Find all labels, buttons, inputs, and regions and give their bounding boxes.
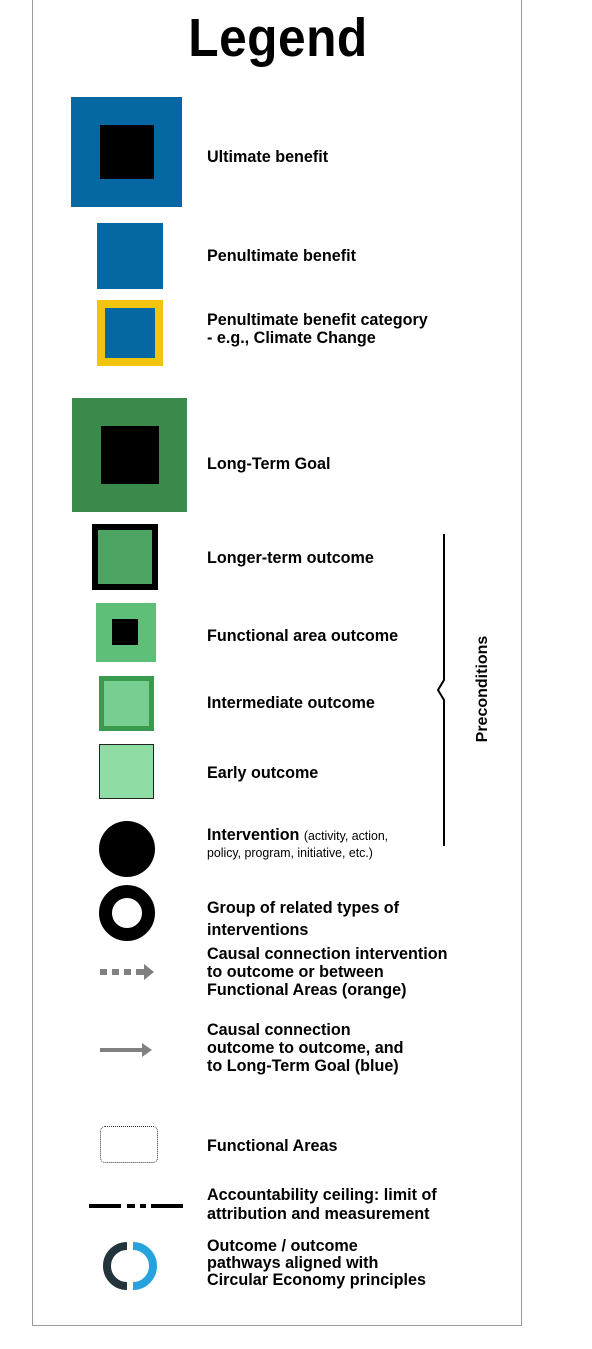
dashed-arrow-line3: Functional Areas (orange) xyxy=(207,980,407,999)
intervention-detail-2: policy, program, initiative, etc.) xyxy=(207,845,373,860)
functional-area-outcome-label: Functional area outcome xyxy=(207,626,399,645)
circular-economy-label: Outcome / outcome pathways aligned with … xyxy=(207,1237,426,1288)
long-term-goal-inner-square xyxy=(101,426,159,484)
solid-arrow-line3: to Long-Term Goal (blue) xyxy=(207,1056,399,1075)
dotted-box-icon xyxy=(100,1126,158,1163)
long-term-goal-label: Long-Term Goal xyxy=(207,454,331,473)
solid-arrow-icon xyxy=(100,1043,152,1057)
group-interventions-icon xyxy=(99,885,155,941)
early-outcome-icon xyxy=(99,744,154,799)
penultimate-benefit-label: Penultimate benefit xyxy=(207,246,356,265)
intervention-icon xyxy=(99,821,155,877)
preconditions-label: Preconditions xyxy=(474,635,491,743)
intervention-detail-1: (activity, action, xyxy=(303,828,389,843)
group-interventions-label: Group of related types of interventions xyxy=(207,897,399,941)
ultimate-benefit-label: Ultimate benefit xyxy=(207,147,329,166)
intervention-label-block: Intervention (activity, action, policy, … xyxy=(207,826,388,861)
circular-economy-line2: pathways aligned with xyxy=(207,1253,379,1272)
intermediate-outcome-label: Intermediate outcome xyxy=(207,693,375,712)
dashed-arrow-line2: to outcome or between xyxy=(207,962,384,981)
solid-arrow-line2: outcome to outcome, and xyxy=(207,1038,404,1057)
ultimate-benefit-inner-square xyxy=(100,125,154,179)
penultimate-benefit-category-line1: Penultimate benefit category xyxy=(207,310,428,329)
accountability-ceiling-label: Accountability ceiling: limit of attribu… xyxy=(207,1185,437,1223)
penultimate-benefit-category-icon xyxy=(97,300,163,366)
dashed-arrow-line1: Causal connection intervention xyxy=(207,944,448,963)
preconditions-bracket xyxy=(436,534,445,846)
intermediate-outcome-icon xyxy=(99,676,154,731)
longer-term-outcome-label: Longer-term outcome xyxy=(207,548,374,567)
penultimate-benefit-category-label: Penultimate benefit category - e.g., Cli… xyxy=(207,311,428,347)
early-outcome-label: Early outcome xyxy=(207,763,319,782)
penultimate-benefit-category-line2: - e.g., Climate Change xyxy=(207,328,376,347)
circular-economy-icon xyxy=(103,1242,157,1290)
accountability-ceiling-line2: attribution and measurement xyxy=(207,1204,430,1223)
circular-economy-line3: Circular Economy principles xyxy=(207,1270,426,1289)
circular-economy-line1: Outcome / outcome xyxy=(207,1236,358,1255)
dashed-arrow-label: Causal connection intervention to outcom… xyxy=(207,945,447,999)
functional-area-outcome-inner-square xyxy=(112,619,138,645)
legend-panel: Legend Ultimate benefit Penultimate bene… xyxy=(32,0,522,1326)
solid-arrow-line1: Causal connection xyxy=(207,1020,351,1039)
group-interventions-line1: Group of related types of xyxy=(207,898,400,917)
functional-areas-label: Functional Areas xyxy=(207,1136,338,1155)
dashed-arrow-icon xyxy=(100,964,154,980)
long-term-goal-icon xyxy=(72,398,187,512)
dash-dot-line-icon xyxy=(89,1204,183,1208)
solid-arrow-label: Causal connection outcome to outcome, an… xyxy=(207,1021,404,1075)
functional-area-outcome-icon xyxy=(96,603,156,662)
longer-term-outcome-icon xyxy=(92,524,158,590)
penultimate-benefit-icon xyxy=(97,223,163,289)
legend-title: Legend xyxy=(188,8,368,68)
ultimate-benefit-icon xyxy=(71,97,182,207)
intervention-label: Intervention xyxy=(207,825,300,844)
accountability-ceiling-line1: Accountability ceiling: limit of xyxy=(207,1185,437,1204)
group-interventions-line2: interventions xyxy=(207,920,309,939)
